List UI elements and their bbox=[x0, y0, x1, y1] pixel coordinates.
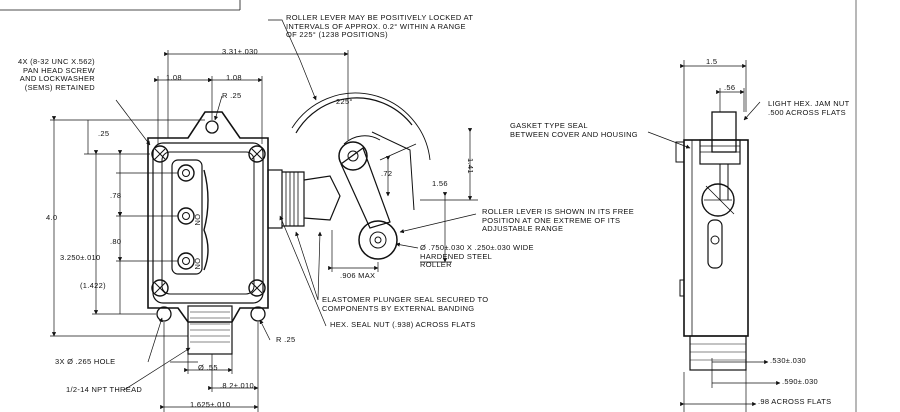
dim-1625-half: .8 2±.010 bbox=[220, 381, 254, 390]
dim-top-radius: R .25 bbox=[222, 91, 242, 100]
dim-left-half: 1.08 bbox=[166, 73, 182, 82]
dim-angle: 225° bbox=[336, 97, 353, 106]
dim-78: .78 bbox=[110, 191, 122, 200]
dim-590: .590±.030 bbox=[782, 377, 819, 386]
dim-1625: 1.625±.010 bbox=[190, 400, 231, 409]
dim-55: Ø .55 bbox=[198, 363, 218, 372]
dim-right-half: 1.08 bbox=[226, 73, 242, 82]
hex-seal-note: HEX. SEAL NUT (.938) ACROSS FLATS bbox=[330, 320, 476, 329]
dim-80: .80 bbox=[110, 237, 122, 246]
dim-56: .56 bbox=[724, 83, 736, 92]
dim-top-width: 3.31±.030 bbox=[222, 47, 259, 56]
side-dimensions bbox=[647, 60, 781, 412]
dim-72: .72 bbox=[381, 169, 393, 178]
thread-note: 1/2-14 NPT THREAD bbox=[66, 385, 143, 394]
free-position-note: ROLLER LEVER IS SHOWN IN ITS FREE POSITI… bbox=[482, 207, 635, 233]
front-view-housing bbox=[147, 111, 341, 355]
on-label-2: ON bbox=[193, 258, 202, 270]
lever-note: ROLLER LEVER MAY BE POSITIVELY LOCKED AT… bbox=[286, 13, 474, 39]
dim-906: .906 MAX bbox=[340, 271, 376, 280]
on-label-1: ON bbox=[193, 214, 202, 226]
jam-nut-note: LIGHT HEX. JAM NUT .500 ACROSS FLATS bbox=[768, 99, 850, 117]
plunger-seal-note: ELASTOMER PLUNGER SEAL SECURED TO COMPON… bbox=[322, 295, 489, 313]
side-view bbox=[675, 111, 749, 371]
front-dimensions bbox=[50, 50, 478, 412]
dim-3250: 3.250±.010 bbox=[60, 253, 101, 262]
dim-bottom-radius: R .25 bbox=[276, 335, 296, 344]
dim-15: 1.5 bbox=[706, 57, 718, 66]
dim-1422: (1.422) bbox=[80, 281, 106, 290]
front-leaders bbox=[115, 19, 477, 391]
roller-lever bbox=[291, 92, 431, 260]
roller-note: Ø .750±.030 X .250±.030 WIDE HARDENED ST… bbox=[420, 243, 534, 269]
screw-note: 4X (8-32 UNC X.562) PAN HEAD SCREW AND L… bbox=[18, 57, 95, 92]
dim-overall-height: 4.0 bbox=[46, 213, 58, 222]
dim-156: 1.56 bbox=[432, 179, 448, 188]
gasket-note: GASKET TYPE SEAL BETWEEN COVER AND HOUSI… bbox=[510, 121, 638, 139]
dim-141: 1.41 bbox=[466, 158, 475, 174]
dim-25: .25 bbox=[98, 129, 110, 138]
hole-note: 3X Ø .265 HOLE bbox=[55, 357, 116, 366]
dim-98: .98 ACROSS FLATS bbox=[758, 397, 832, 406]
dim-530: .530±.030 bbox=[770, 356, 807, 365]
